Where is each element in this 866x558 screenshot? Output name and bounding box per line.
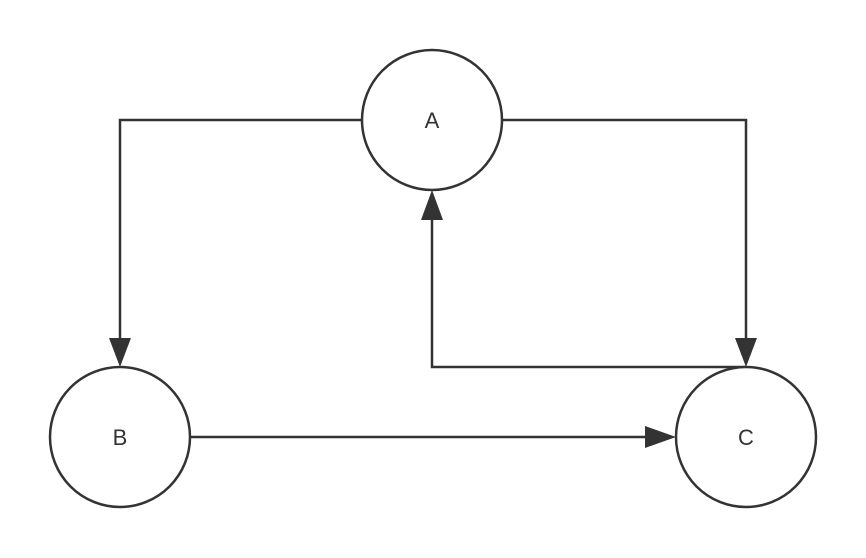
node-a: A <box>360 48 504 192</box>
edge-a-to-c <box>502 118 757 367</box>
node-c: C <box>674 365 818 509</box>
edge-a-to-b <box>109 118 362 367</box>
node-a-circle <box>360 48 504 192</box>
node-b: B <box>48 365 192 509</box>
node-b-circle <box>48 365 192 509</box>
node-b-label: B <box>113 425 128 450</box>
node-a-label: A <box>425 108 440 133</box>
edge-b-to-c <box>190 426 676 448</box>
edge-b-to-c-arrowhead <box>645 426 676 448</box>
node-c-circle <box>674 365 818 509</box>
edge-a-to-b-line <box>118 118 362 345</box>
edge-c-to-a <box>421 190 746 369</box>
edge-a-to-b-arrowhead <box>109 338 131 367</box>
edge-c-to-a-line <box>430 212 746 369</box>
node-c-label: C <box>738 425 754 450</box>
edge-a-to-c-line <box>502 118 748 345</box>
edge-a-to-c-arrowhead <box>735 338 757 367</box>
edge-c-to-a-arrowhead <box>421 190 443 220</box>
